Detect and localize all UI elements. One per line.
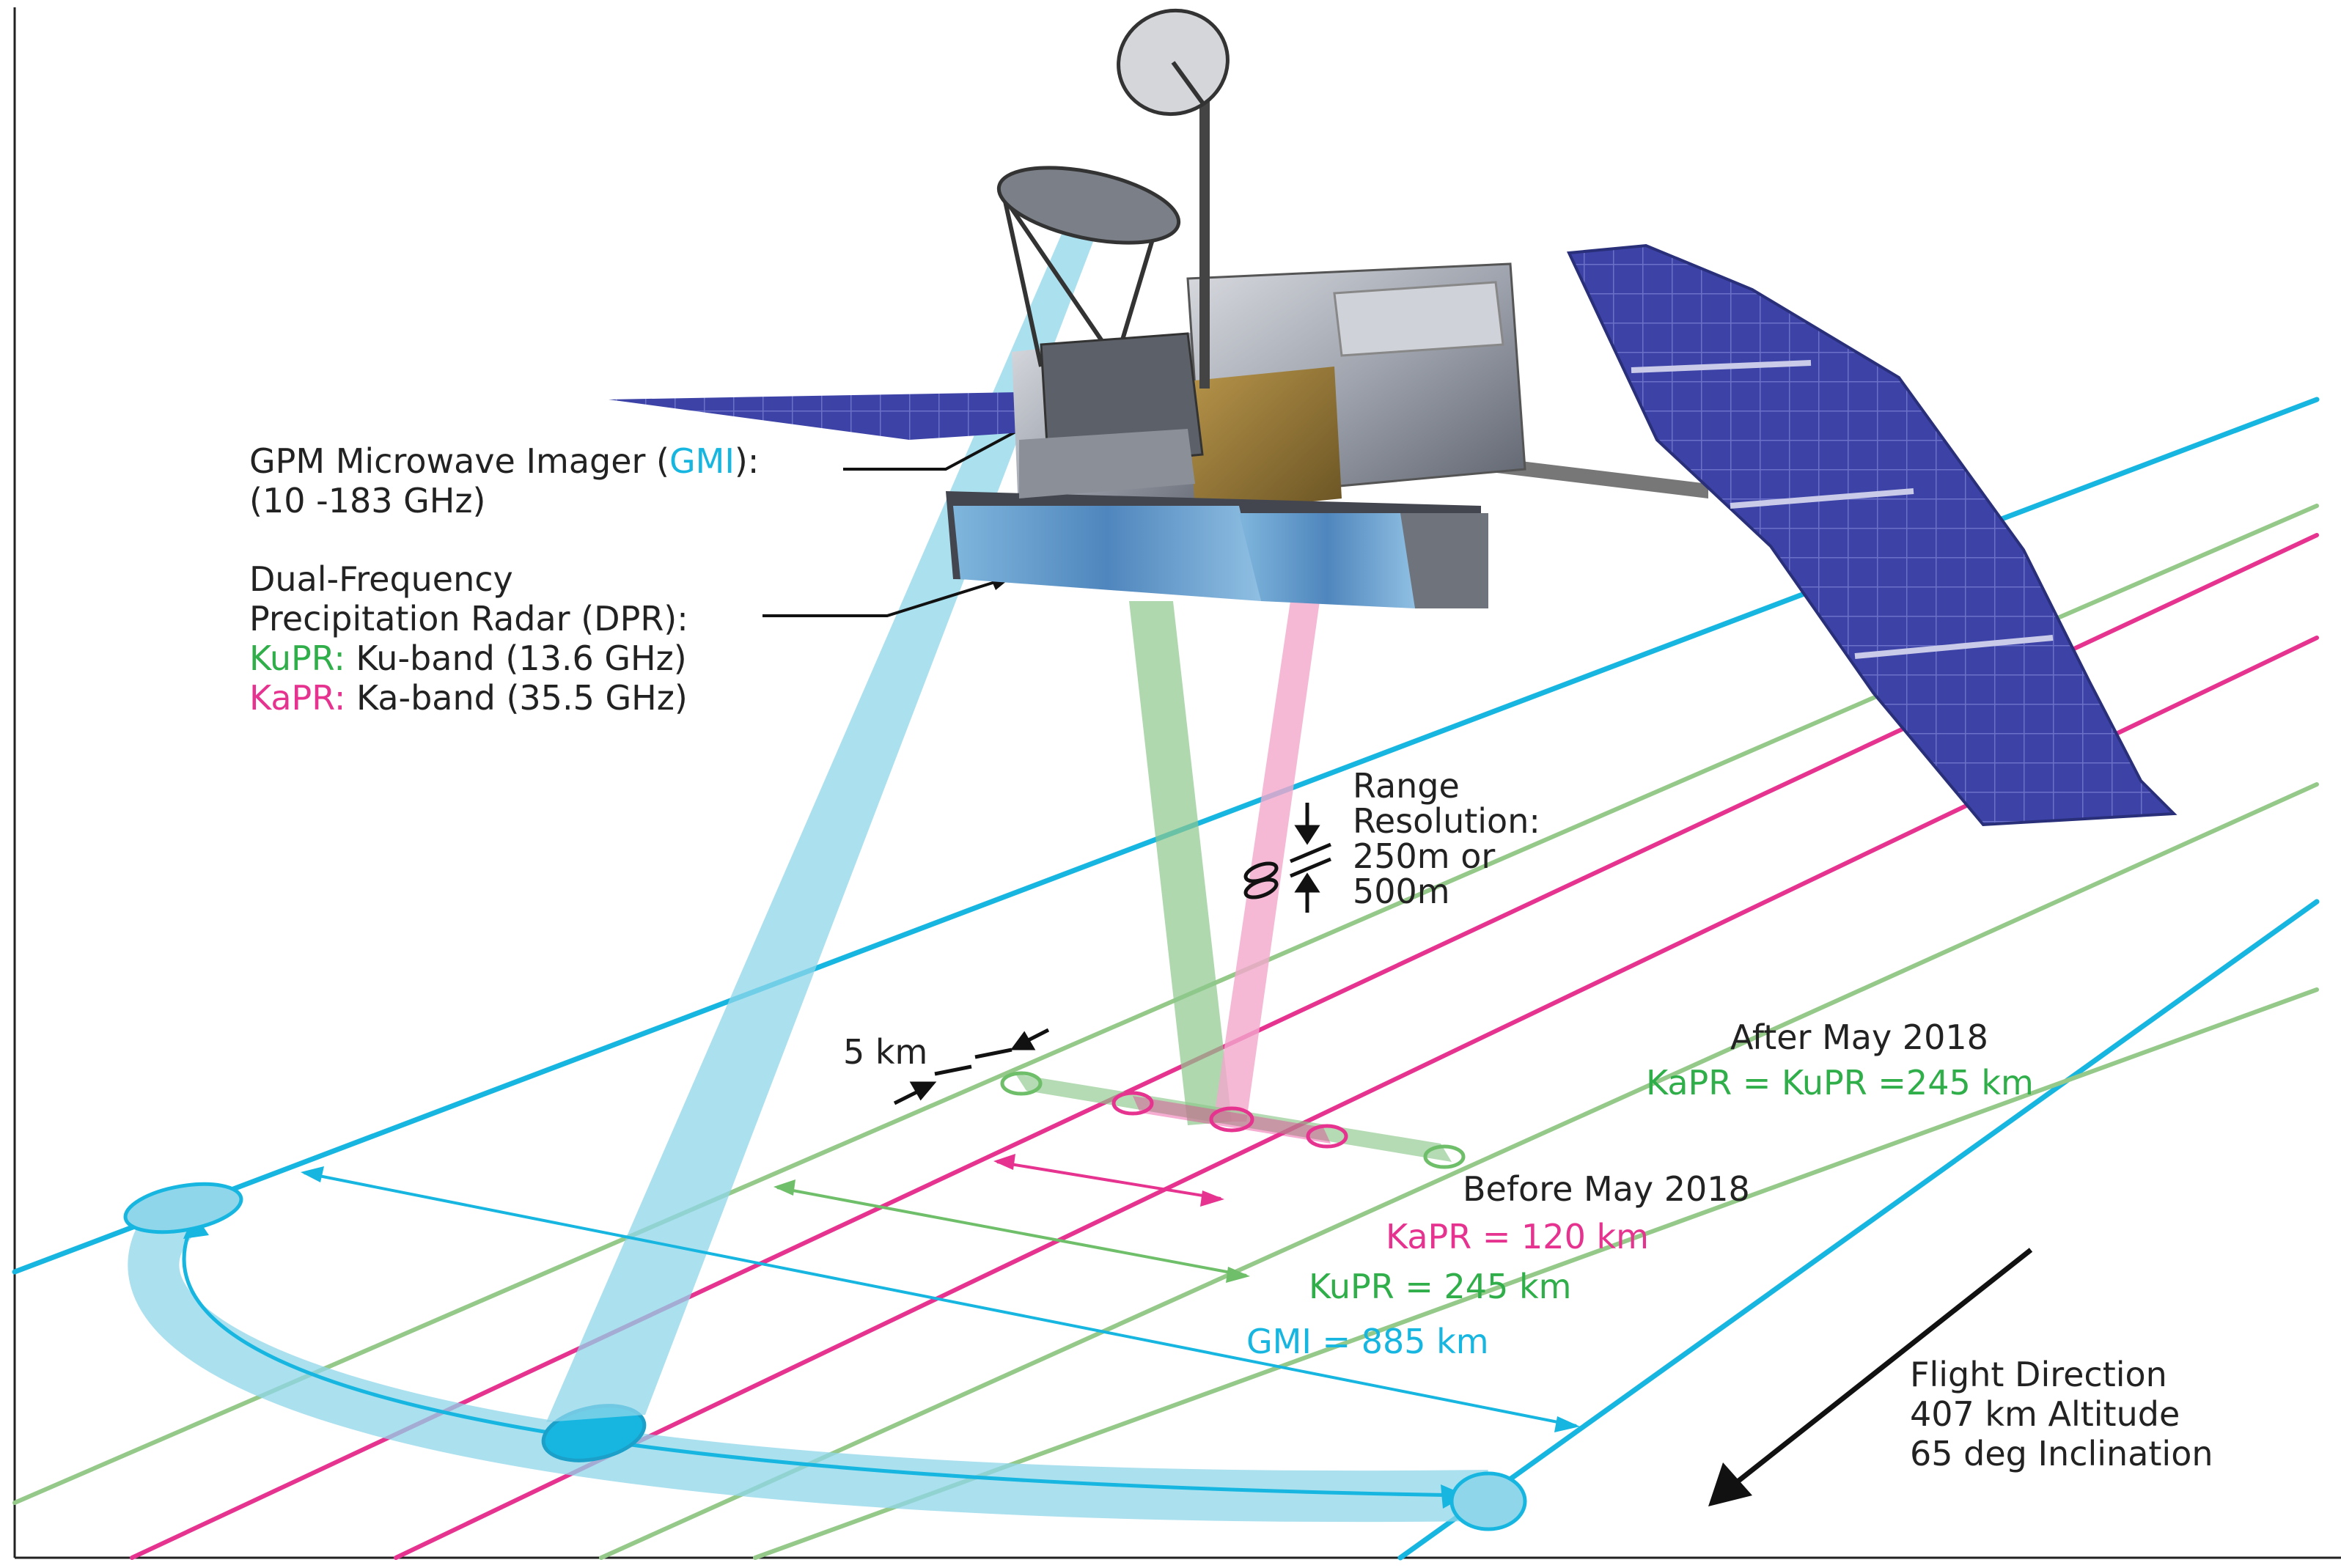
flight-direction-text: Flight Direction (1910, 1355, 2167, 1394)
kupr-footprint (1423, 1144, 1466, 1169)
gmi-label: GPM Microwave Imager (GMI): (10 -183 GHz… (249, 441, 759, 520)
antenna-feed (1171, 61, 1205, 104)
solar-panel-hinges (1631, 360, 2054, 659)
gmi-label-suffix: ): (734, 441, 760, 481)
gold-insulation (1188, 367, 1342, 513)
kupr-swath-edge-right (599, 782, 2319, 1560)
kapr-beam (1213, 601, 1320, 1122)
dpr-label: Dual-Frequency Precipitation Radar (DPR)… (249, 559, 688, 718)
range-arrowhead (1294, 825, 1320, 845)
bus-top-module (1333, 281, 1504, 357)
gmi-acronym: GMI (669, 441, 735, 481)
gmi-base (1019, 429, 1195, 498)
dpr-label-line1: Dual-Frequency (249, 559, 513, 599)
dpr-label-line2: Precipitation Radar (DPR): (249, 599, 688, 638)
kapr-description: Ka-band (35.5 GHz) (345, 678, 688, 718)
kupr-footprint (1000, 1071, 1043, 1096)
range-resolution-label: Range Resolution: 250m or 500m (1353, 768, 1540, 909)
kapr-footprint (1209, 1106, 1254, 1133)
before-kapr-width: KaPR = 120 km (1386, 1217, 1649, 1256)
range-arrowhead (1294, 872, 1320, 893)
range-line4: 500m (1353, 872, 1450, 911)
dpr-side-module (1400, 513, 1488, 608)
footprint-size-label: 5 km (843, 1032, 928, 1072)
gmi-reflector (996, 166, 1181, 245)
before-may-2018-title: Before May 2018 (1463, 1169, 1750, 1209)
gmi-label-prefix: GPM Microwave Imager ( (249, 441, 670, 481)
footprint-arrowhead (1010, 1031, 1036, 1050)
flight-direction-arrow (1732, 1248, 2033, 1487)
gmi-width-arrow (304, 1171, 1577, 1427)
range-gate-line (1290, 842, 1331, 864)
kapr-footprint (1111, 1091, 1154, 1116)
before-gmi-width: GMI = 885 km (1246, 1322, 1489, 1361)
range-line2: Resolution: (1353, 801, 1540, 841)
dpr-antenna-ku (953, 506, 1261, 601)
gmi-arrowhead (301, 1166, 324, 1182)
kupr-width-arrow (776, 1186, 1247, 1277)
kapr-name: KaPR: (249, 678, 346, 718)
footprint-width-tick (934, 1064, 972, 1076)
after-may-2018-title: After May 2018 (1730, 1017, 1988, 1057)
range-line1: Range (1353, 766, 1460, 806)
kupr-name: KuPR: (249, 638, 345, 678)
kupr-beam (1129, 601, 1232, 1125)
gmi-swath-edge-right (1397, 899, 2320, 1561)
kapr-arrowhead (1200, 1190, 1224, 1207)
gmi-footprint-end (1449, 1471, 1527, 1531)
range-bin-ellipse (1243, 877, 1279, 899)
kapr-width-arrow (996, 1160, 1221, 1200)
gmi-scan-arc-band (128, 1190, 1489, 1523)
gmi-frequency: (10 -183 GHz) (249, 481, 486, 520)
before-kupr-width: KuPR = 245 km (1309, 1267, 1572, 1306)
kupr-swath-edge-far (753, 987, 2319, 1560)
solar-panel-left (609, 392, 1023, 440)
gmi-scan-arc-line (182, 1219, 1467, 1498)
range-gate-line (1290, 857, 1331, 878)
after-may-2018-value: KaPR = KuPR =245 km (1646, 1063, 2034, 1103)
flight-info-label: Flight Direction 407 km Altitude 65 deg … (1910, 1355, 2213, 1473)
dpr-antenna-ka (1239, 513, 1415, 608)
footprint-arrowhead (909, 1081, 937, 1101)
dpr-leader-line (762, 578, 1005, 617)
gpm-satellite (609, 8, 2178, 827)
antenna-mast (1199, 88, 1210, 389)
flight-direction-arrowhead (1708, 1462, 1752, 1506)
gmi-footprint-start (123, 1182, 243, 1234)
kapr-arrowhead (993, 1154, 1015, 1170)
kupr-description: Ku-band (13.6 GHz) (345, 638, 687, 678)
solar-panel-boom (1466, 454, 1708, 498)
kupr-arrowhead (1226, 1267, 1250, 1283)
kapr-footprint-strip (1133, 1096, 1331, 1144)
range-line3: 250m or (1353, 836, 1496, 876)
flight-inclination-text: 65 deg Inclination (1910, 1434, 2213, 1473)
solar-panel-right (1566, 243, 2178, 827)
kapr-footprint (1306, 1124, 1348, 1149)
footprint-width-tick (974, 1048, 1013, 1059)
flight-altitude-text: 407 km Altitude (1910, 1394, 2180, 1434)
kupr-arrowhead (773, 1179, 795, 1196)
gmi-arrowhead (1554, 1416, 1580, 1432)
